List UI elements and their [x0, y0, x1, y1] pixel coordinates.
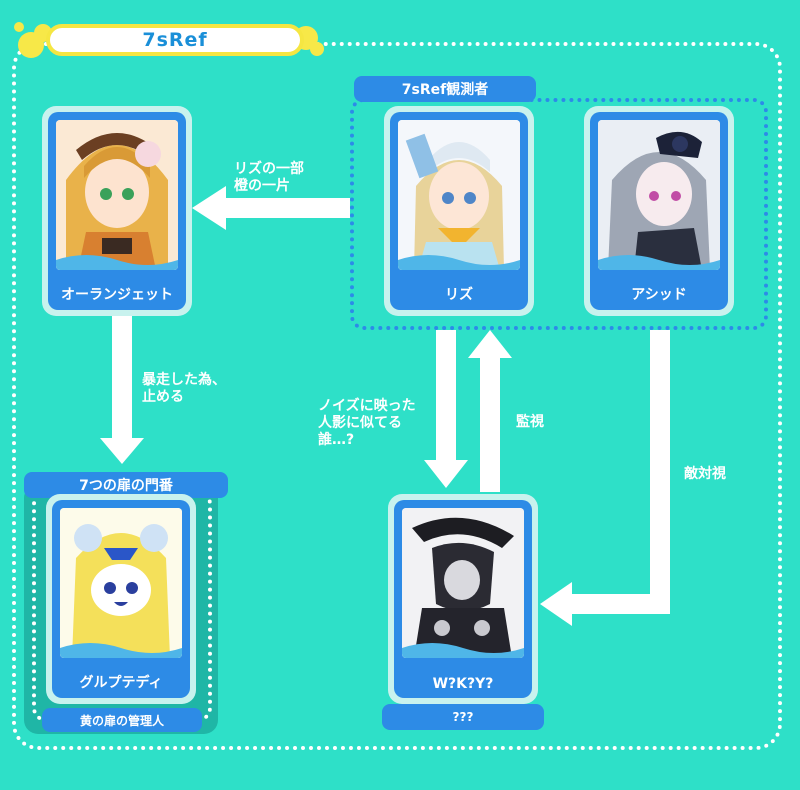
liz-portrait: [398, 120, 520, 270]
card-gulp[interactable]: グルプテディ: [46, 494, 196, 704]
arrow-wkky-to-liz: [468, 330, 512, 492]
card-acid-name: アシッド: [631, 287, 687, 303]
orange-portrait: [56, 120, 178, 270]
arrow-liz-to-orange: [192, 186, 350, 230]
label-orange-to-gulp: 暴走した為、 止める: [142, 372, 226, 405]
arrow-liz-to-wkky: [424, 330, 468, 488]
label-acid-to-wkky: 敵対視: [684, 466, 726, 482]
gatekeeper-sub-label: 黄の扉の管理人: [42, 708, 202, 732]
label-liz-to-wkky: ノイズに映った 人影に似てる 誰…?: [318, 398, 416, 448]
label-wkky-to-liz: 監視: [516, 414, 544, 430]
card-orange[interactable]: オーランジェット: [42, 106, 192, 316]
wkky-portrait: [402, 508, 524, 658]
card-liz-name: リズ: [445, 287, 473, 303]
arrow-orange-to-gulp: [100, 316, 144, 464]
diagram-border: [12, 42, 782, 750]
card-gulp-name: グルプテディ: [79, 675, 163, 691]
card-liz[interactable]: リズ: [384, 106, 534, 316]
gulp-portrait: [60, 508, 182, 658]
label-liz-to-orange: リズの一部 橙の一片: [234, 161, 304, 194]
card-acid[interactable]: アシッド: [584, 106, 734, 316]
card-orange-name: オーランジェット: [61, 287, 173, 303]
wkky-sub-label: ???: [382, 704, 544, 730]
arrow-acid-to-wkky: [540, 330, 670, 626]
card-wkky[interactable]: W?K?Y?: [388, 494, 538, 704]
gatekeeper-group-label: 7つの扉の門番: [24, 472, 228, 498]
card-wkky-name: W?K?Y?: [432, 676, 494, 692]
title-banner: 7sRef: [14, 22, 324, 62]
acid-portrait: [598, 120, 720, 270]
page-title: 7sRef: [46, 24, 304, 56]
observer-group-label: 7sRef観測者: [354, 76, 536, 102]
observer-group-box: [350, 98, 768, 330]
